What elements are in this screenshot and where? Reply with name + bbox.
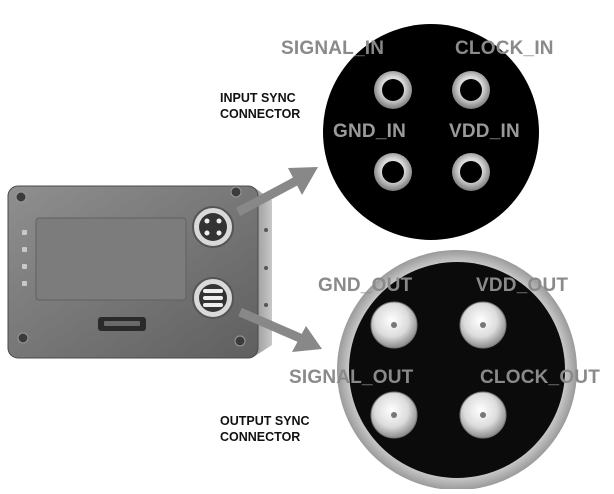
pin-label-clock-in: CLOCK_IN: [455, 38, 554, 59]
output-caption-line1: OUTPUT SYNC: [220, 414, 310, 428]
input-caption-line1: INPUT SYNC: [220, 91, 296, 105]
output-caption-line2: CONNECTOR: [220, 430, 301, 444]
input-caption-line2: CONNECTOR: [220, 107, 301, 121]
device-front-panel: [35, 217, 187, 301]
pin-label-vdd-out: VDD_OUT: [476, 275, 569, 296]
pin-label-clock-out: CLOCK_OUT: [480, 367, 601, 388]
arrow-to-input-connector: [235, 167, 318, 216]
output-pins: [370, 301, 507, 439]
input-sync-connector: [323, 24, 539, 240]
input-sync-port-icon: [192, 206, 234, 248]
status-leds: [22, 230, 27, 286]
output-sync-caption: OUTPUT SYNC CONNECTOR: [220, 413, 310, 445]
arrow-to-output-connector: [238, 307, 322, 352]
pin-label-signal-in: SIGNAL_IN: [281, 38, 385, 59]
pin-label-signal-out: SIGNAL_OUT: [289, 367, 414, 388]
output-sync-connector: [337, 250, 577, 490]
pin-label-gnd-in: GND_IN: [333, 121, 406, 142]
device-body: [7, 185, 272, 359]
input-pin-holes: [374, 71, 490, 191]
output-sync-port-icon: [192, 277, 234, 319]
pin-label-gnd-out: GND_OUT: [318, 275, 413, 296]
side-screws: [264, 228, 268, 307]
screw-icons: [15, 186, 246, 347]
pin-label-vdd-in: VDD_IN: [449, 121, 520, 142]
input-sync-caption: INPUT SYNC CONNECTOR: [220, 90, 300, 122]
usb-port-icon: [98, 317, 146, 331]
